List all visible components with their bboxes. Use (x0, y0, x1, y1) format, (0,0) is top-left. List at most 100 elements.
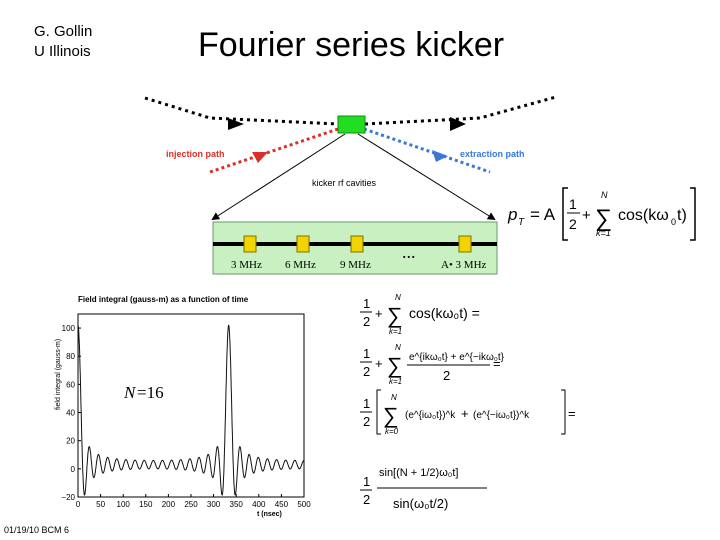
annotation-n-val: =16 (137, 383, 164, 402)
author-name: G. Gollin (34, 23, 93, 40)
x-tick-label: 450 (275, 500, 289, 509)
formula-cos: cos(kω (618, 207, 669, 224)
derivation: 1 2 + N ∑ k=1 cos(kω₀t) = 1 2 + N ∑ k=1 … (360, 293, 576, 511)
deriv1-sum: ∑ (387, 303, 403, 328)
deriv2-plus: + (375, 356, 383, 371)
formula-sum-bottom: k=1 (596, 228, 611, 238)
cavity-n (458, 235, 472, 253)
deriv3-term2: (e^{−iω₀t})^k (473, 410, 530, 421)
deriv1-sum-top: N (395, 293, 401, 302)
extraction-arrow (432, 150, 448, 162)
annotation-n-var: N (123, 383, 137, 402)
deriv4-num: sin[(N + 1/2)ω₀t] (379, 467, 458, 479)
deriv2-half-den: 2 (363, 364, 370, 379)
fan-line-left (211, 133, 346, 221)
formula-half-num: 1 (569, 196, 577, 212)
deriv2-num: e^{ikω₀t} + e^{−ikω₀t} (409, 352, 505, 363)
y-tick-label: 80 (66, 352, 75, 361)
extraction-path-line (363, 127, 491, 174)
formula-sum: ∑ (595, 205, 612, 232)
deriv3-eq: = (568, 406, 576, 421)
deriv3-bracket-right (561, 389, 566, 435)
author-affiliation: U Illinois (34, 43, 91, 60)
cavity-freq-2: 6 MHz (285, 259, 316, 271)
formula-sum-top: N (601, 190, 608, 200)
injection-label: injection path (166, 149, 225, 159)
cavity-freq-1: 3 MHz (231, 259, 262, 271)
y-tick-label: 100 (62, 324, 76, 333)
deriv2-sum: ∑ (387, 353, 403, 378)
injection-path-line (209, 127, 339, 174)
deriv4-half-den: 2 (363, 492, 370, 507)
x-tick-label: 100 (117, 500, 131, 509)
deriv3-plus: + (461, 406, 469, 421)
deriv1-half-den: 2 (363, 314, 370, 329)
beam-arrow-left (228, 118, 244, 130)
deriv3-sum: ∑ (383, 403, 399, 428)
deriv3-sum-bottom: k=0 (385, 427, 399, 436)
field-integral-plot: Field integral (gauss-m) as a function o… (55, 295, 311, 518)
x-tick-label: 150 (139, 500, 153, 509)
deriv3-sum-top: N (391, 393, 397, 402)
formula-equals: = A (530, 205, 556, 224)
kick-formula: p T = A 1 2 + N ∑ k=1 cos(kω 0 t) (507, 187, 696, 241)
formula-half-den: 2 (569, 216, 577, 232)
kicker-box (337, 115, 366, 134)
slide-title: Fourier series kicker (198, 26, 505, 64)
x-tick-label: 350 (230, 500, 244, 509)
cavities-label: kicker rf cavities (312, 178, 377, 188)
formula-plus: + (582, 207, 591, 224)
injection-arrow (252, 152, 268, 163)
y-tick-label: 0 (71, 465, 76, 474)
cavity-3 (350, 235, 364, 253)
deriv2-sum-top: N (395, 343, 401, 352)
deriv3-half-num: 1 (363, 396, 370, 411)
deriv3-bracket-left (376, 389, 381, 435)
deriv2-eq: = (493, 356, 501, 371)
deriv1-sum-bottom: k=1 (389, 327, 402, 336)
plot-frame (77, 313, 305, 498)
author-block: G. Gollin U Illinois (34, 22, 92, 62)
plot-ylabel: field integral (gauss-m) (55, 339, 62, 410)
x-tick-label: 400 (252, 500, 266, 509)
y-tick-label: 40 (66, 409, 75, 418)
x-tick-label: 250 (184, 500, 198, 509)
deriv4-half-num: 1 (363, 474, 370, 489)
x-tick-label: 50 (96, 500, 105, 509)
formula-lhs: p (507, 205, 517, 224)
extraction-label: extraction path (460, 149, 525, 159)
slide-footer: 01/19/10 BCM 6 (4, 525, 70, 535)
x-tick-label: 500 (297, 500, 311, 509)
deriv2-half-num: 1 (363, 346, 370, 361)
cavity-1 (243, 235, 257, 253)
deriv1-half-num: 1 (363, 296, 370, 311)
deriv2-den: 2 (443, 368, 450, 383)
cavity-2 (296, 235, 310, 253)
formula-lhs-sub: T (518, 217, 525, 228)
formula-cos-sub: 0 (671, 217, 676, 227)
x-tick-label: 0 (76, 500, 81, 509)
cavities-ellipsis: ... (402, 242, 416, 262)
deriv1-plus: + (375, 306, 383, 321)
y-tick-label: 20 (66, 437, 75, 446)
formula-bracket-right (690, 187, 696, 241)
y-tick-label: 60 (66, 380, 75, 389)
deriv3-term1: (e^{iω₀t})^k (405, 410, 456, 421)
beam-path-left (144, 96, 339, 126)
x-tick-label: 200 (162, 500, 176, 509)
formula-bracket-left (562, 187, 568, 241)
deriv2-sum-bottom: k=1 (389, 377, 402, 386)
y-tick-label: −20 (61, 493, 75, 502)
fan-line-right (357, 133, 496, 221)
deriv1-body: cos(kω₀t) = (409, 305, 480, 321)
cavity-freq-3: 9 MHz (340, 259, 371, 271)
plot-curve (77, 324, 305, 496)
x-tick-label: 300 (207, 500, 221, 509)
plot-xlabel: t (nsec) (257, 511, 282, 518)
deriv3-half-den: 2 (363, 414, 370, 429)
beam-arrow-right (450, 117, 466, 131)
plot-title: Field integral (gauss-m) as a function o… (78, 295, 249, 304)
cavity-freq-n: A• 3 MHz (441, 259, 487, 271)
